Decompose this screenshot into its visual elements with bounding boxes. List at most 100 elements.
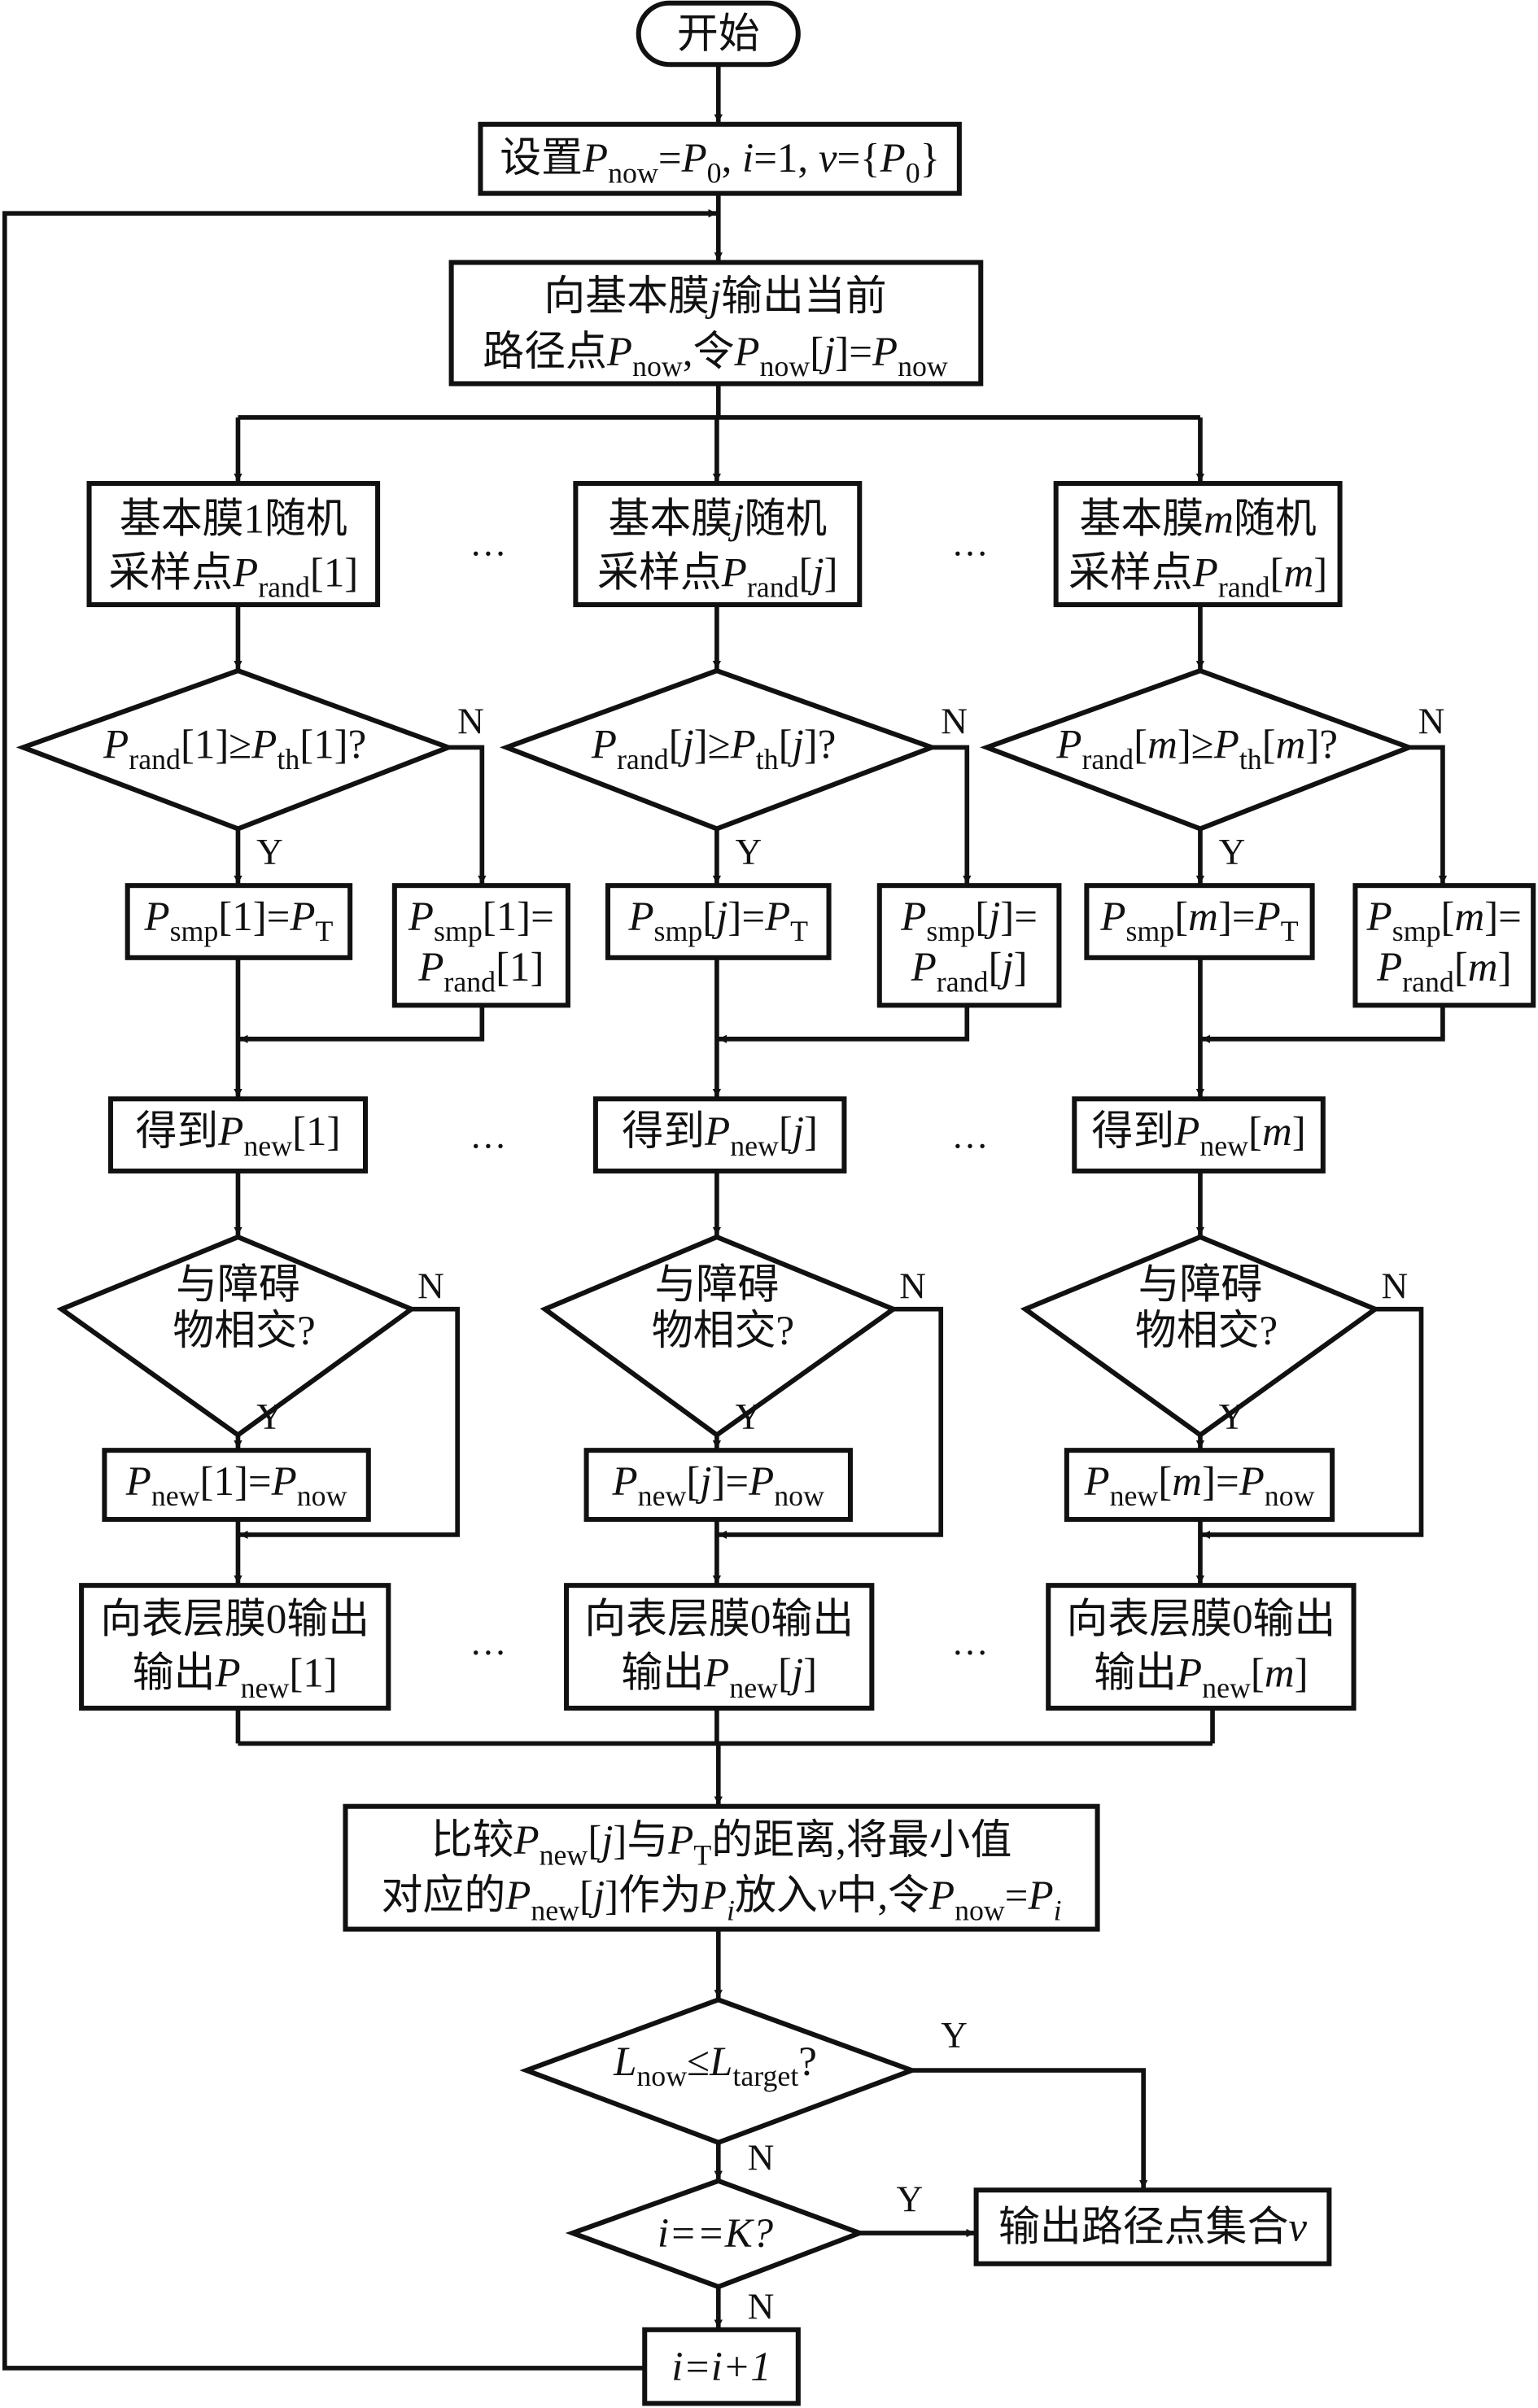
obstacle-decision-line2: 物相交? <box>652 1309 794 1354</box>
sample-box-line2: 采样点Prand[m] <box>1068 550 1327 603</box>
surface-output-line2: 输出Pnew[1] <box>133 1651 338 1704</box>
surface-output-line2: 输出Pnew[m] <box>1094 1651 1308 1704</box>
label-yes: Y <box>256 1396 283 1437</box>
surface-output-line2: 输出Pnew[j] <box>621 1651 817 1704</box>
reset-new-point-text: Pnew[j]=Pnow <box>612 1459 825 1512</box>
sample-target-text: Psmp[m]=PT <box>1099 894 1298 947</box>
decision-iteration: i==K? <box>565 2178 867 2290</box>
sample-random-line1: Psmp[1]= <box>408 894 554 947</box>
decision-iteration-text: i==K? <box>658 2211 774 2257</box>
arrow-threshold-no <box>1409 745 1448 885</box>
compare-line1: 比较Pnew[j]与PT的距离,将最小值 <box>431 1818 1012 1871</box>
output-current-box: 向基本膜j输出当前 路径点Pnow,令Pnow[j]=Pnow <box>448 260 984 387</box>
sample-box-line2: 采样点Prand[1] <box>108 550 358 603</box>
label-yes-length: Y <box>941 2015 968 2056</box>
obstacle-decision-line2: 物相交? <box>1135 1309 1278 1354</box>
sample-target-box <box>605 883 832 960</box>
label-no-length: N <box>748 2138 775 2179</box>
arrow-obstacle-no <box>718 1306 944 1540</box>
output-current-line2: 路径点Pnow,令Pnow[j]=Pnow <box>483 330 948 382</box>
arrow-merge-sample <box>718 1005 970 1043</box>
ellipsis: … <box>951 1116 988 1156</box>
sample-random-line1: Psmp[m]= <box>1366 894 1522 947</box>
label-yes-iteration: Y <box>897 2179 924 2220</box>
surface-output-box <box>564 1583 875 1711</box>
obstacle-decision-line1: 与障碍 <box>1138 1262 1263 1308</box>
label-no: N <box>417 1265 444 1306</box>
label-no: N <box>1381 1265 1408 1306</box>
arrow-obstacle-no <box>239 1306 460 1540</box>
obstacle-decision-line2: 物相交? <box>173 1309 315 1354</box>
label-yes: Y <box>736 832 762 872</box>
increment-box: i=i+1 <box>642 2327 801 2406</box>
threshold-decision-text: Prand[1]≥Pth[1]? <box>103 723 366 776</box>
compare-line2: 对应的Pnew[j]作为Pi放入v中,令Pnow=Pi <box>382 1873 1062 1926</box>
ellipsis: … <box>470 1622 506 1663</box>
start-terminal: 开始 <box>636 0 801 68</box>
decision-length: Lnow≤Ltarget? <box>519 1997 920 2145</box>
sample-random-line2: Prand[j] <box>911 945 1028 998</box>
label-no: N <box>457 701 484 741</box>
ellipsis: … <box>470 1116 506 1156</box>
output-current-line1: 向基本膜j输出当前 <box>544 274 886 320</box>
sample-box-line2: 采样点Prand[j] <box>597 550 838 603</box>
ellipsis: … <box>951 523 988 564</box>
reset-new-point-box <box>583 1448 853 1523</box>
surface-output-line1: 向表层膜0输出 <box>100 1597 369 1643</box>
label-yes: Y <box>736 1396 762 1437</box>
compare-box: 比较Pnew[j]与PT的距离,将最小值 对应的Pnew[j]作为Pi放入v中,… <box>343 1803 1100 1932</box>
label-yes: Y <box>256 832 283 872</box>
reset-new-point-box <box>102 1448 371 1523</box>
decision-length-text: Lnow≤Ltarget? <box>613 2039 817 2092</box>
sample-box <box>1053 481 1343 608</box>
new-point-text: 得到Pnew[j] <box>622 1109 818 1162</box>
threshold-decision-text: Prand[m]≥Pth[m]? <box>1055 723 1338 776</box>
sample-box-line1: 基本膜m随机 <box>1079 496 1316 542</box>
label-no: N <box>1418 701 1445 741</box>
surface-output-line1: 向表层膜0输出 <box>1066 1597 1335 1643</box>
sample-random-line2: Prand[1] <box>417 945 544 998</box>
sample-box <box>573 481 863 608</box>
ellipsis: … <box>470 523 506 564</box>
setup-text: 设置Pnow=P0, i=1, v={P0} <box>500 136 940 189</box>
arrow-merge-sample <box>1201 1005 1445 1043</box>
arrow-merge-sample <box>239 1005 485 1043</box>
sample-target-box <box>125 883 353 960</box>
label-no: N <box>899 1265 926 1306</box>
sample-target-text: Psmp[1]=PT <box>143 894 333 947</box>
new-point-box <box>592 1096 847 1173</box>
arrow-obstacle-no <box>1201 1306 1424 1540</box>
label-yes: Y <box>1219 832 1246 872</box>
sample-box-line1: 基本膜j随机 <box>608 496 827 542</box>
reset-new-point-text: Pnew[1]=Pnow <box>125 1459 347 1512</box>
new-point-text: 得到Pnew[m] <box>1091 1109 1305 1162</box>
arrow-threshold-no <box>931 745 972 885</box>
setup-box: 设置Pnow=P0, i=1, v={P0} <box>478 121 962 196</box>
sample-random-line1: Psmp[j]= <box>900 894 1038 947</box>
label-yes: Y <box>1219 1396 1246 1437</box>
arrow-threshold-no <box>448 745 487 885</box>
surface-output-box <box>79 1583 391 1711</box>
loop-back-line <box>2 208 717 2371</box>
sample-box <box>86 481 381 608</box>
surface-output-box <box>1046 1583 1357 1711</box>
sample-target-text: Psmp[j]=PT <box>627 894 808 947</box>
sample-random-line2: Prand[m] <box>1376 945 1511 998</box>
start-label: 开始 <box>677 11 760 57</box>
ellipsis: … <box>951 1622 988 1663</box>
threshold-decision-text: Prand[j]≥Pth[j]? <box>591 723 836 776</box>
increment-text: i=i+1 <box>671 2345 771 2390</box>
label-no: N <box>941 701 968 741</box>
new-point-box <box>1072 1096 1326 1173</box>
arrow-length-yes <box>911 2068 1148 2189</box>
output-path-set-text: 输出路径点集合v <box>998 2205 1307 2250</box>
new-point-text: 得到Pnew[1] <box>135 1109 340 1162</box>
surface-output-line1: 向表层膜0输出 <box>584 1597 854 1643</box>
obstacle-decision-line1: 与障碍 <box>655 1262 780 1308</box>
sample-box-line1: 基本膜1随机 <box>120 496 347 542</box>
